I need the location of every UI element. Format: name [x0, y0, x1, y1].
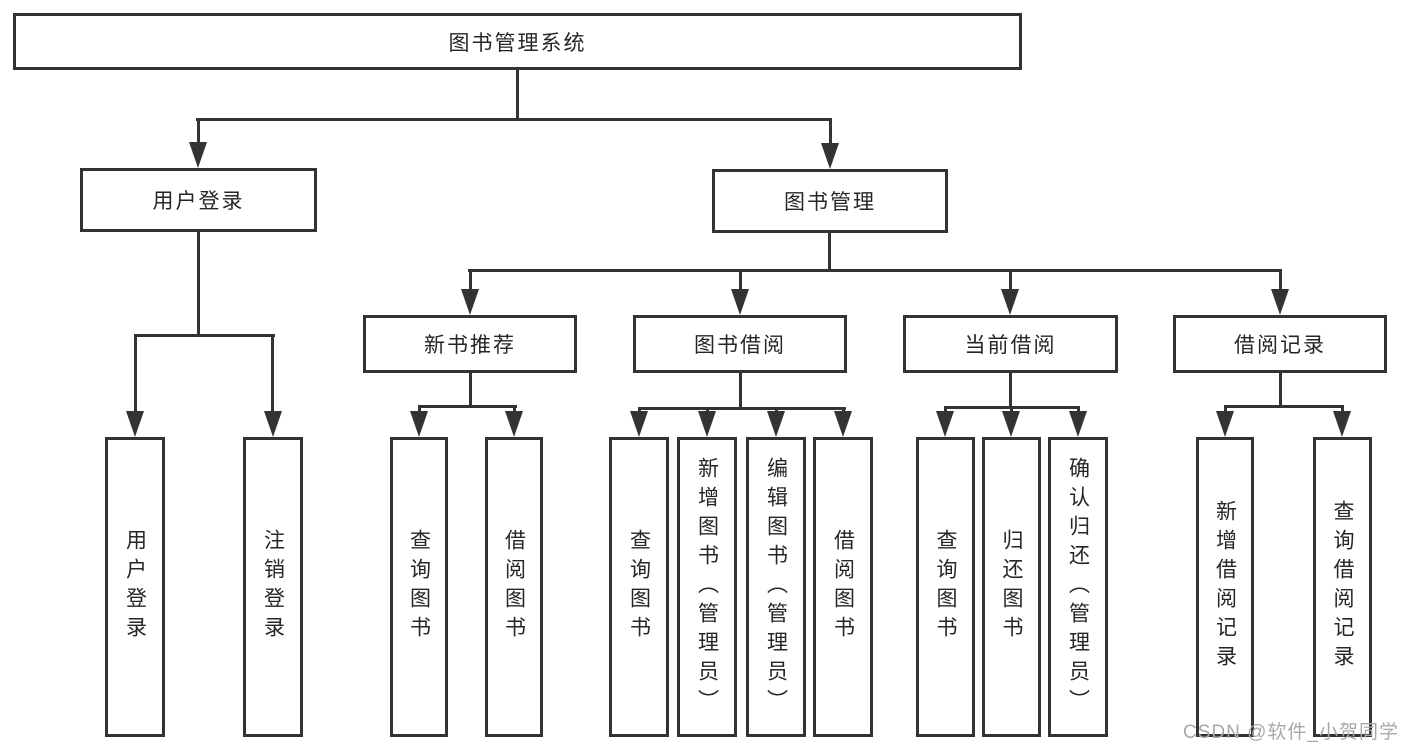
- arrow-down-icon: [1216, 411, 1234, 437]
- leaf-add-borrow-record-label: 新增借阅记录: [1213, 500, 1237, 674]
- connector-to-user-login: [197, 118, 200, 144]
- connector-user-login-stub: [197, 232, 200, 336]
- leaf-borrow-add-book-label: 新增图书（管理员）: [695, 456, 719, 718]
- connector-leaf-drop: [1224, 405, 1227, 415]
- leaf-newbook-borrow-label: 借阅图书: [502, 529, 526, 645]
- arrow-down-icon: [821, 143, 839, 169]
- leaf-current-query-label: 查询图书: [934, 529, 957, 645]
- connector-leaf-drop: [1077, 406, 1080, 415]
- leaf-borrow-book-label: 借阅图书: [831, 529, 855, 645]
- connector-to-current-borrow: [1009, 269, 1012, 291]
- leaf-newbook-query: 查询图书: [390, 437, 448, 737]
- leaf-newbook-query-label: 查询图书: [407, 529, 431, 645]
- connector-new-book-rail: [418, 405, 517, 408]
- leaf-current-query: 查询图书: [916, 437, 975, 737]
- node-root: 图书管理系统: [13, 13, 1022, 70]
- arrow-down-icon: [1001, 289, 1019, 315]
- node-user-login-label: 用户登录: [152, 190, 245, 213]
- leaf-query-borrow-record: 查询借阅记录: [1313, 437, 1372, 737]
- leaf-user-login: 用户登录: [105, 437, 165, 737]
- connector-user-login-rail: [134, 334, 275, 337]
- arrow-down-icon: [630, 411, 648, 437]
- connector-book-management-stub: [828, 233, 831, 270]
- arrow-down-icon: [698, 411, 716, 437]
- connector-leaf-drop: [418, 405, 421, 415]
- connector-to-book-management: [829, 118, 832, 144]
- leaf-confirm-return-label: 确认归还（管理员）: [1066, 456, 1090, 718]
- leaf-logout-label: 注销登录: [261, 529, 285, 645]
- csdn-watermark: CSDN @软件_小贺同学: [1183, 722, 1399, 743]
- node-book-management: 图书管理: [712, 169, 948, 233]
- arrow-down-icon: [505, 411, 523, 437]
- node-current-borrow-label: 当前借阅: [964, 334, 1057, 357]
- node-borrow-record-label: 借阅记录: [1234, 334, 1326, 357]
- node-new-book-recommend: 新书推荐: [363, 315, 577, 373]
- arrow-down-icon: [410, 411, 428, 437]
- node-new-book-recommend-label: 新书推荐: [424, 334, 516, 357]
- connector-new-book-stub: [469, 373, 472, 406]
- leaf-query-borrow-record-label: 查询借阅记录: [1331, 500, 1354, 674]
- leaf-borrow-edit-book: 编辑图书（管理员）: [746, 437, 806, 737]
- connector-to-leaf-user-login: [134, 334, 137, 414]
- connector-to-leaf-logout: [271, 334, 274, 414]
- leaf-return-book: 归还图书: [982, 437, 1041, 737]
- leaf-confirm-return: 确认归还（管理员）: [1048, 437, 1108, 737]
- arrow-down-icon: [834, 411, 852, 437]
- connector-borrow-record-stub: [1279, 373, 1282, 406]
- node-book-borrow: 图书借阅: [633, 315, 847, 373]
- leaf-borrow-query: 查询图书: [609, 437, 669, 737]
- connector-leaf-drop: [513, 405, 516, 415]
- leaf-newbook-borrow: 借阅图书: [485, 437, 543, 737]
- leaf-borrow-add-book: 新增图书（管理员）: [677, 437, 737, 737]
- leaf-borrow-book: 借阅图书: [813, 437, 873, 737]
- leaf-borrow-query-label: 查询图书: [627, 529, 651, 645]
- connector-root-stub: [516, 70, 519, 119]
- arrow-down-icon: [1333, 411, 1351, 437]
- arrow-down-icon: [264, 411, 282, 437]
- arrow-down-icon: [189, 142, 207, 168]
- connector-leaf-drop: [944, 406, 947, 415]
- leaf-return-book-label: 归还图书: [1000, 529, 1023, 645]
- arrow-down-icon: [767, 411, 785, 437]
- arrow-down-icon: [731, 289, 749, 315]
- node-current-borrow: 当前借阅: [903, 315, 1118, 373]
- connector-book-borrow-rail: [638, 407, 846, 410]
- leaf-user-login-label: 用户登录: [123, 529, 147, 645]
- arrow-down-icon: [126, 411, 144, 437]
- connector-to-book-borrow: [739, 269, 742, 291]
- connector-to-borrow-record: [1279, 269, 1282, 291]
- node-user-login: 用户登录: [80, 168, 317, 232]
- leaf-logout: 注销登录: [243, 437, 303, 737]
- arrow-down-icon: [1069, 411, 1087, 437]
- leaf-borrow-edit-book-label: 编辑图书（管理员）: [764, 456, 788, 718]
- connector-leaf-drop: [1341, 405, 1344, 415]
- arrow-down-icon: [1271, 289, 1289, 315]
- connector-level1-rail: [196, 118, 832, 121]
- connector-leaf-drop: [1010, 406, 1013, 415]
- arrow-down-icon: [936, 411, 954, 437]
- arrow-down-icon: [461, 289, 479, 315]
- connector-level3-rail: [468, 269, 1282, 272]
- node-book-management-label: 图书管理: [784, 191, 876, 214]
- node-book-borrow-label: 图书借阅: [694, 334, 786, 357]
- connector-to-new-book-recommend: [469, 269, 472, 291]
- node-root-label: 图书管理系统: [448, 31, 587, 55]
- arrow-down-icon: [1002, 411, 1020, 437]
- connector-current-borrow-stub: [1009, 373, 1012, 407]
- connector-book-borrow-stub: [739, 373, 742, 408]
- leaf-add-borrow-record: 新增借阅记录: [1196, 437, 1254, 737]
- node-borrow-record: 借阅记录: [1173, 315, 1387, 373]
- connector-borrow-record-rail: [1224, 405, 1344, 408]
